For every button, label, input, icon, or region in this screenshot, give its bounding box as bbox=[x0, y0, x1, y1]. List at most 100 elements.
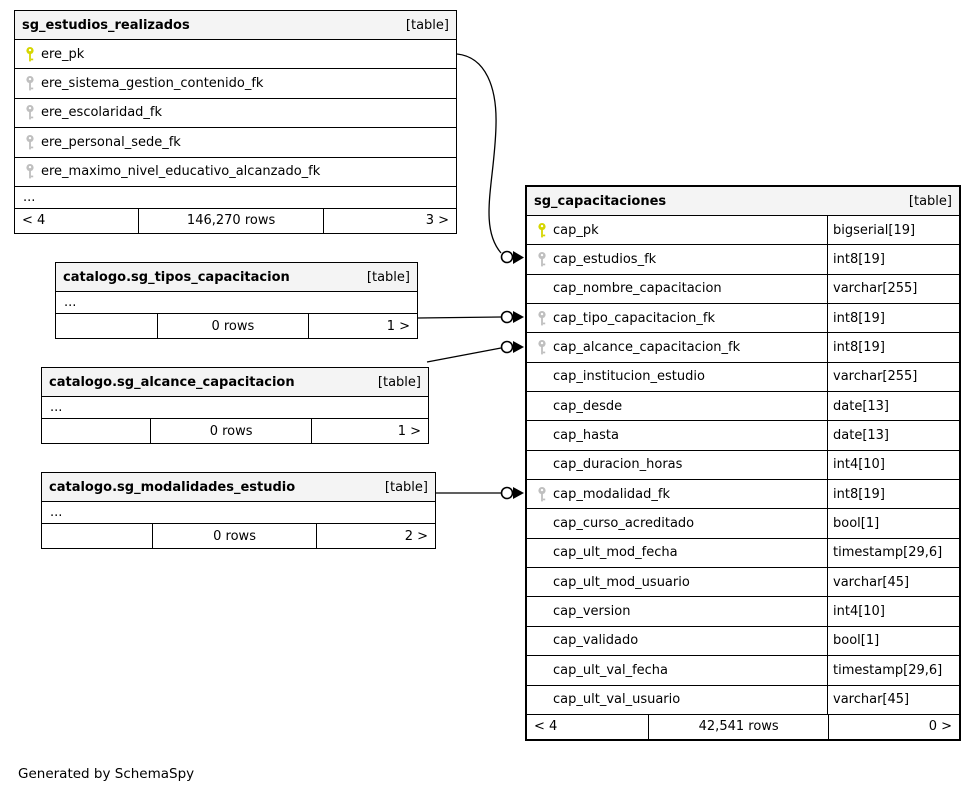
related-left-count bbox=[42, 524, 152, 548]
column-name-cell: cap_tipo_capacitacion_fk bbox=[527, 304, 827, 332]
table-title[interactable]: catalogo.sg_modalidades_estudio bbox=[49, 479, 296, 495]
table-title[interactable]: catalogo.sg_tipos_capacitacion bbox=[63, 269, 290, 285]
table-title[interactable]: sg_estudios_realizados bbox=[22, 17, 190, 33]
related-right-count: 2 > bbox=[404, 528, 428, 544]
row-count: 0 rows bbox=[157, 314, 309, 338]
column-type: int8[19] bbox=[827, 333, 959, 362]
table-header: sg_estudios_realizados [table] bbox=[15, 11, 456, 39]
column-name: cap_modalidad_fk bbox=[553, 486, 670, 502]
table-sg-estudios-realizados[interactable]: sg_estudios_realizados [table] ere_pk er… bbox=[14, 10, 457, 234]
column-name-cell: cap_validado bbox=[527, 627, 827, 655]
column-name-cell: cap_curso_acreditado bbox=[527, 509, 827, 537]
table-sg-capacitaciones[interactable]: sg_capacitaciones [table] cap_pk bigseri… bbox=[525, 185, 961, 741]
column-type: bigserial[19] bbox=[827, 216, 959, 245]
column-row: ere_maximo_nivel_educativo_alcanzado_fk bbox=[15, 156, 456, 186]
column-type: bool[1] bbox=[827, 509, 959, 538]
column-row: cap_pk bigserial[19] bbox=[527, 215, 959, 245]
table-header: sg_capacitaciones [table] bbox=[527, 187, 959, 215]
relationship-line bbox=[417, 316, 502, 319]
related-right-count: 1 > bbox=[386, 318, 410, 334]
arrowhead-icon bbox=[513, 251, 524, 264]
column-name-cell: cap_ult_mod_fecha bbox=[527, 539, 827, 567]
column-type: int8[19] bbox=[827, 245, 959, 274]
foreign-key-icon bbox=[26, 76, 34, 91]
column-row: cap_version int4[10] bbox=[527, 596, 959, 626]
table-title[interactable]: sg_capacitaciones bbox=[534, 193, 667, 209]
column-row: cap_duracion_horas int4[10] bbox=[527, 449, 959, 480]
zero-or-one-marker bbox=[500, 310, 514, 324]
hidden-columns-ellipsis: ... bbox=[42, 501, 435, 523]
table-header: catalogo.sg_tipos_capacitacion [table] bbox=[56, 263, 417, 291]
column-name-cell: cap_institucion_estudio bbox=[527, 363, 827, 391]
column-name: cap_alcance_capacitacion_fk bbox=[553, 340, 741, 356]
table-type-badge: [table] bbox=[908, 193, 952, 209]
column-name-cell: cap_ult_val_usuario bbox=[527, 686, 827, 714]
arrowhead-icon bbox=[513, 341, 524, 353]
relationship-alcance-to-capacitaciones bbox=[426, 340, 524, 363]
related-left-count: < 4 bbox=[22, 213, 46, 229]
table-type-badge: [table] bbox=[377, 374, 421, 390]
column-name-cell: cap_desde bbox=[527, 392, 827, 420]
foreign-key-icon bbox=[26, 134, 34, 150]
column-name: cap_estudios_fk bbox=[553, 252, 657, 268]
table-footer: < 4 146,270 rows 3 > bbox=[15, 207, 456, 233]
table-title[interactable]: catalogo.sg_alcance_capacitacion bbox=[49, 374, 295, 390]
generated-by-text: Generated by SchemaSpy bbox=[18, 766, 195, 782]
column-name: ere_maximo_nivel_educativo_alcanzado_fk bbox=[41, 164, 321, 180]
column-name: ere_sistema_gestion_contenido_fk bbox=[41, 76, 264, 92]
table-type-badge: [table] bbox=[405, 17, 449, 33]
column-name-cell: cap_alcance_capacitacion_fk bbox=[527, 333, 827, 361]
table-footer: 0 rows 1 > bbox=[56, 313, 417, 338]
column-type: varchar[255] bbox=[827, 362, 959, 392]
column-name: ere_escolaridad_fk bbox=[41, 105, 163, 121]
table-footer: < 4 42,541 rows 0 > bbox=[527, 713, 959, 739]
key-slot bbox=[24, 75, 41, 92]
key-slot bbox=[24, 46, 41, 63]
related-left-count: < 4 bbox=[534, 719, 558, 735]
table-catalogo-sg-alcance-capacitacion[interactable]: catalogo.sg_alcance_capacitacion [table]… bbox=[41, 367, 429, 444]
related-left-count bbox=[42, 419, 150, 443]
key-slot bbox=[536, 251, 553, 268]
column-row: cap_ult_val_usuario varchar[45] bbox=[527, 684, 959, 714]
table-catalogo-sg-tipos-capacitacion[interactable]: catalogo.sg_tipos_capacitacion [table] .… bbox=[55, 262, 418, 339]
key-slot bbox=[536, 339, 553, 356]
relationship-curve bbox=[456, 53, 502, 254]
column-name-cell: cap_duracion_horas bbox=[527, 451, 827, 479]
column-row: cap_modalidad_fk int8[19] bbox=[527, 479, 959, 509]
column-type: timestamp[29,6] bbox=[827, 538, 959, 568]
hidden-columns-ellipsis: ... bbox=[56, 291, 417, 313]
column-type: bool[1] bbox=[827, 626, 959, 656]
table-header: catalogo.sg_alcance_capacitacion [table] bbox=[42, 368, 428, 396]
zero-or-one-marker bbox=[500, 340, 514, 354]
column-row: ere_escolaridad_fk bbox=[15, 97, 456, 127]
hidden-columns-ellipsis: ... bbox=[42, 396, 428, 418]
column-name-cell: cap_ult_val_fecha bbox=[527, 656, 827, 684]
primary-key-icon bbox=[26, 46, 34, 62]
related-right-count: 3 > bbox=[425, 213, 449, 229]
column-row: cap_nombre_capacitacion varchar[255] bbox=[527, 273, 959, 304]
column-name: cap_nombre_capacitacion bbox=[553, 281, 722, 297]
column-type: int8[19] bbox=[827, 480, 959, 509]
column-row: cap_validado bool[1] bbox=[527, 625, 959, 656]
column-type: varchar[45] bbox=[827, 685, 959, 714]
column-name: cap_institucion_estudio bbox=[553, 369, 705, 385]
column-name-cell: cap_ult_mod_usuario bbox=[527, 568, 827, 596]
column-name: cap_tipo_capacitacion_fk bbox=[553, 310, 715, 326]
column-row: ere_sistema_gestion_contenido_fk bbox=[15, 68, 456, 97]
table-catalogo-sg-modalidades-estudio[interactable]: catalogo.sg_modalidades_estudio [table] … bbox=[41, 472, 436, 549]
column-row: cap_desde date[13] bbox=[527, 391, 959, 421]
column-name-cell: cap_modalidad_fk bbox=[527, 480, 827, 508]
relationship-estudios-to-capacitaciones bbox=[456, 53, 524, 264]
key-slot bbox=[24, 163, 41, 180]
column-name: cap_ult_mod_fecha bbox=[553, 545, 678, 561]
foreign-key-icon bbox=[538, 340, 546, 355]
column-row: cap_tipo_capacitacion_fk int8[19] bbox=[527, 303, 959, 333]
table-type-badge: [table] bbox=[384, 479, 428, 495]
column-name-cell: cap_pk bbox=[527, 216, 827, 244]
column-row: cap_ult_mod_fecha timestamp[29,6] bbox=[527, 537, 959, 568]
column-name: ere_pk bbox=[41, 46, 85, 62]
column-row: cap_ult_mod_usuario varchar[45] bbox=[527, 567, 959, 597]
column-type: date[13] bbox=[827, 392, 959, 421]
